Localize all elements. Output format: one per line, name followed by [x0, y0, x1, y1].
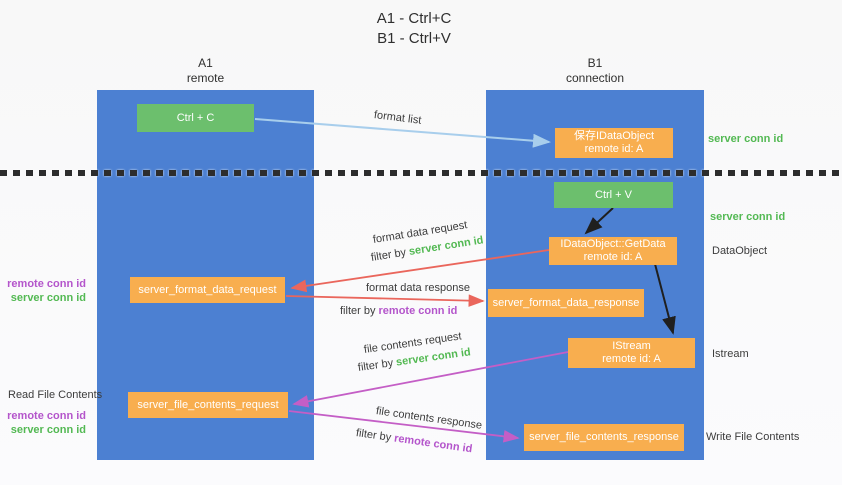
side-label-dataobject: DataObject: [712, 245, 768, 257]
node-save-idataobject-line2: remote id: A: [584, 143, 644, 155]
side-label-istream: Istream: [712, 348, 749, 360]
node-istream-line1: IStream: [612, 340, 651, 352]
diagram-title: A1 - Ctrl+C B1 - Ctrl+V: [0, 9, 828, 49]
lane-a1-subtitle: remote: [186, 71, 225, 85]
node-file-request-label: server_file_contents_request: [137, 398, 279, 411]
lane-header-a1: A1 remote: [97, 56, 314, 86]
side-label-read-file-contents: Read File Contents: [8, 389, 103, 401]
server-conn-id-label: server conn id: [10, 292, 86, 304]
node-ctrl-v: Ctrl + V: [554, 182, 673, 208]
side-label-server-conn-id-mid: server conn id: [710, 211, 786, 223]
title-line-2: B1 - Ctrl+V: [377, 30, 451, 47]
side-label-server-conn-id-top: server conn id: [708, 133, 784, 145]
remote-conn-id-label: remote conn id: [7, 410, 86, 422]
node-server-file-contents-request: server_file_contents_request: [128, 392, 288, 418]
side-label-write-file-contents: Write File Contents: [706, 431, 800, 443]
arrow-format-data-response: [285, 294, 485, 307]
node-getdata-line2: remote id: A: [583, 251, 643, 263]
left-conn-ids-file: remote conn id server conn id: [0, 409, 86, 437]
flow-label-format-data-response: format data response: [366, 282, 470, 294]
server-conn-id-label: server conn id: [10, 424, 86, 436]
arrow-file-contents-request: [292, 351, 569, 408]
node-save-idataobject: 保存IDataObject remote id: A: [555, 128, 673, 158]
node-getdata-line1: IDataObject::GetData: [560, 238, 666, 250]
lane-header-b1: B1 connection: [486, 56, 704, 86]
arrow-format-list: [254, 118, 551, 148]
node-file-response-label: server_file_contents_response: [529, 431, 679, 443]
node-format-request-label: server_format_data_request: [138, 283, 277, 296]
node-save-idataobject-line1: 保存IDataObject: [573, 130, 655, 142]
lane-b1-title: B1: [587, 56, 603, 70]
flow-label-filter-by-remote-conn-id-1: filter by remote conn id: [340, 305, 457, 317]
node-istream-line2: remote id: A: [602, 353, 661, 365]
node-ctrl-v-label: Ctrl + V: [595, 188, 632, 201]
lane-a1-title: A1: [198, 56, 213, 70]
title-line-1: A1 - Ctrl+C: [376, 10, 452, 27]
node-idataobject-getdata: IDataObject::GetData remote id: A: [549, 237, 677, 265]
filter-by-text: filter by: [340, 305, 379, 317]
arrow-file-contents-response: [288, 410, 520, 443]
node-server-format-data-response: server_format_data_response: [488, 289, 644, 317]
node-istream: IStream remote id: A: [568, 338, 695, 368]
dotted-divider: [0, 170, 842, 176]
remote-conn-id-label: remote conn id: [7, 278, 86, 290]
arrow-ctrlv-to-getdata: [584, 207, 614, 235]
remote-conn-id-text: remote conn id: [378, 305, 458, 317]
node-server-file-contents-response: server_file_contents_response: [524, 424, 684, 451]
node-ctrl-c-label: Ctrl + C: [176, 111, 215, 124]
lane-b1-subtitle: connection: [565, 71, 625, 85]
arrow-getdata-to-istream: [654, 263, 676, 335]
node-ctrl-c: Ctrl + C: [137, 104, 254, 132]
node-format-response-label: server_format_data_response: [492, 296, 640, 309]
left-conn-ids-format: remote conn id server conn id: [0, 277, 86, 305]
node-server-format-data-request: server_format_data_request: [130, 277, 285, 303]
arrow-format-data-request: [290, 249, 550, 293]
